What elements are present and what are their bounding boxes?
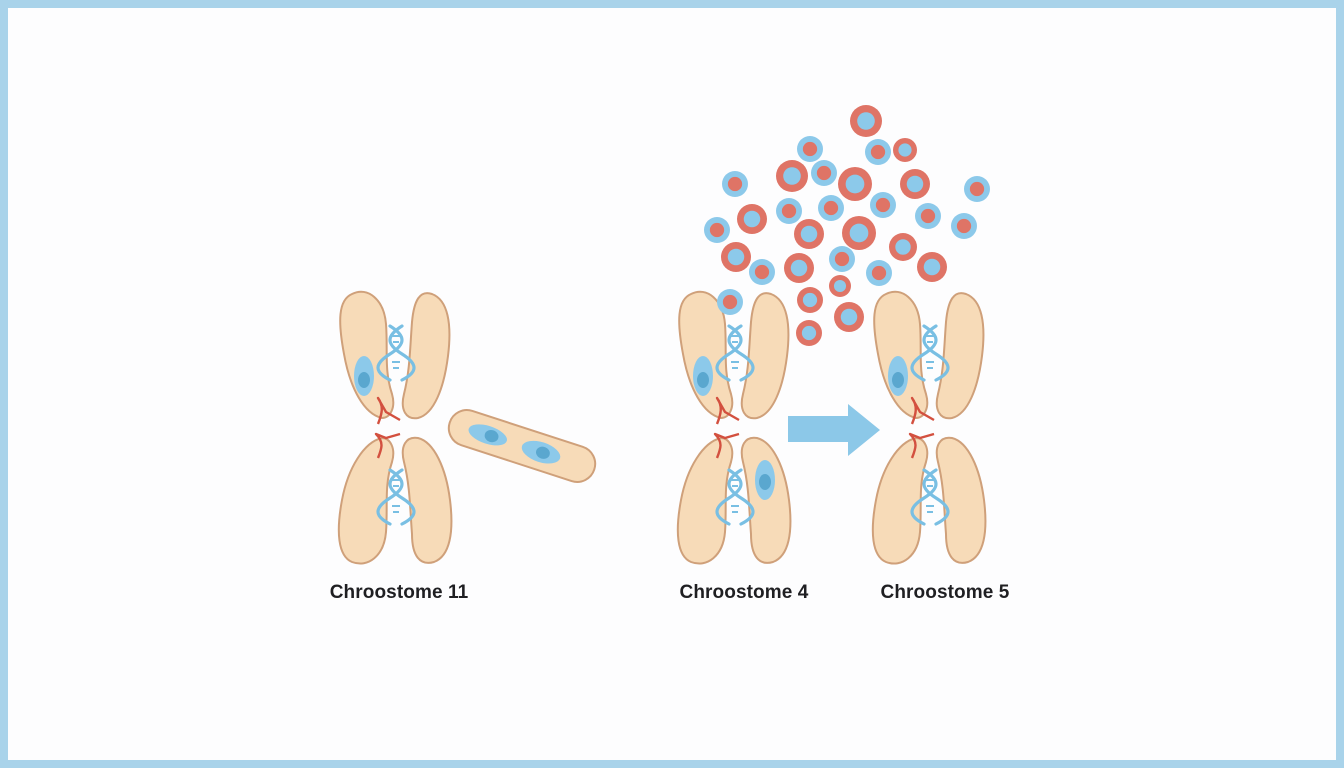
blood-cell-icon	[889, 233, 917, 261]
diagram-frame	[8, 8, 1336, 760]
blood-cell-icon	[797, 136, 823, 162]
blood-cell-icon	[870, 192, 896, 218]
blood-cell-icon	[749, 259, 775, 285]
blood-cell-icon	[964, 176, 990, 202]
blood-cell-icon	[829, 246, 855, 272]
label-chromosome-11: Chroostome 11	[329, 582, 469, 603]
blood-cell-icon	[811, 160, 837, 186]
blood-cell-icon	[794, 219, 824, 249]
blood-cell-icon	[834, 302, 864, 332]
chromosome-fragment	[447, 409, 597, 483]
blood-cell-icon	[717, 289, 743, 315]
blood-cell-icon	[737, 204, 767, 234]
right-arrow-icon	[788, 404, 880, 456]
blood-cell-icon	[850, 105, 882, 137]
blood-cell-icon	[915, 203, 941, 229]
chromosome-5	[873, 292, 986, 564]
blood-cell-icon	[842, 216, 876, 250]
chromosome-4	[678, 292, 791, 564]
blood-cell-icon	[917, 252, 947, 282]
blood-cell-icon	[900, 169, 930, 199]
blood-cell-icon	[796, 320, 822, 346]
blood-cell-icon	[865, 139, 891, 165]
blood-cell-icon	[722, 171, 748, 197]
blood-cell-icon	[893, 138, 917, 162]
blood-cell-icon	[704, 217, 730, 243]
label-chromosome-5: Chroostome 5	[880, 582, 1010, 603]
blood-cell-icon	[829, 275, 851, 297]
blood-cell-icon	[776, 198, 802, 224]
blood-cell-icon	[784, 253, 814, 283]
label-chromosome-4: Chroostome 4	[679, 582, 809, 603]
blood-cell-icon	[818, 195, 844, 221]
blood-cell-cluster	[704, 105, 990, 346]
blood-cell-icon	[838, 167, 872, 201]
blood-cell-icon	[776, 160, 808, 192]
blood-cell-icon	[866, 260, 892, 286]
blood-cell-icon	[721, 242, 751, 272]
blood-cell-icon	[797, 287, 823, 313]
chromosome-11	[339, 292, 452, 564]
blood-cell-icon	[951, 213, 977, 239]
